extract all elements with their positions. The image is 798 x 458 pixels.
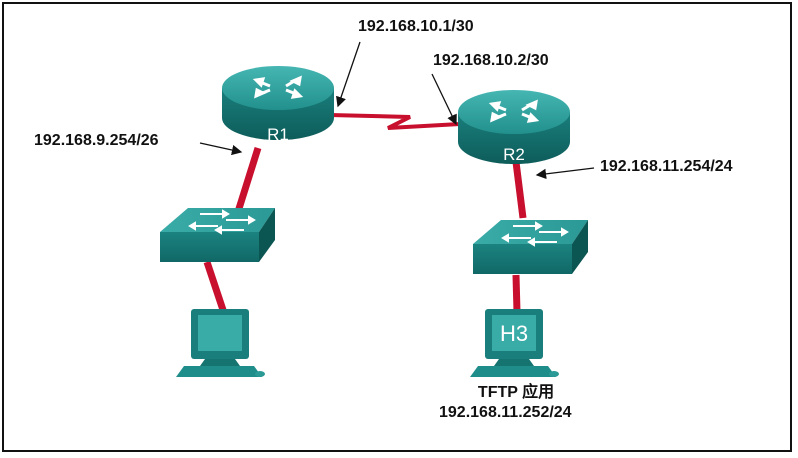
router-r2-label: R2 bbox=[503, 145, 525, 164]
monitor-screen bbox=[492, 315, 536, 351]
router-r1[interactable]: R1 bbox=[222, 66, 334, 144]
monitor-screen bbox=[198, 315, 242, 351]
pointer-r2-serial bbox=[431, 73, 457, 126]
link-switch2-h3 bbox=[512, 274, 521, 313]
switch-arrows-icon bbox=[501, 221, 569, 247]
switch-1[interactable] bbox=[160, 208, 275, 262]
switch-arrows-icon bbox=[188, 209, 256, 235]
link-r2-switch2 bbox=[512, 161, 527, 219]
r1-lan-address: 192.168.9.254/26 bbox=[34, 132, 159, 149]
router-arrows-icon bbox=[252, 75, 304, 99]
link-switch1-pc1 bbox=[203, 260, 227, 312]
keyboard-icon bbox=[470, 366, 556, 377]
host-h3-label: H3 bbox=[500, 321, 528, 346]
pointer-r2-lan bbox=[535, 167, 595, 180]
pc-1[interactable] bbox=[176, 309, 265, 377]
mouse-icon bbox=[255, 371, 265, 377]
router-arrows-icon bbox=[488, 99, 540, 123]
pointer-r1-lan bbox=[199, 142, 243, 156]
r1-serial-address: 192.168.10.1/30 bbox=[358, 18, 474, 35]
switch-2[interactable] bbox=[473, 220, 588, 274]
router-r1-label: R1 bbox=[267, 125, 289, 144]
tftp-server-address: 192.168.11.252/24 bbox=[439, 404, 572, 421]
pointer-r1-serial bbox=[336, 41, 361, 108]
link-r1-switch1 bbox=[233, 146, 262, 217]
router-r2[interactable]: R2 bbox=[458, 90, 570, 164]
r2-lan-address: 192.168.11.254/24 bbox=[600, 158, 733, 175]
keyboard-icon bbox=[176, 366, 262, 377]
diagram-frame bbox=[2, 2, 792, 452]
mouse-icon bbox=[549, 371, 559, 377]
serial-link-r1-r2 bbox=[329, 113, 461, 130]
r2-serial-address: 192.168.10.2/30 bbox=[433, 52, 549, 69]
host-h3[interactable]: H3 bbox=[470, 309, 559, 377]
tftp-app-label: TFTP 应用 bbox=[477, 384, 555, 401]
